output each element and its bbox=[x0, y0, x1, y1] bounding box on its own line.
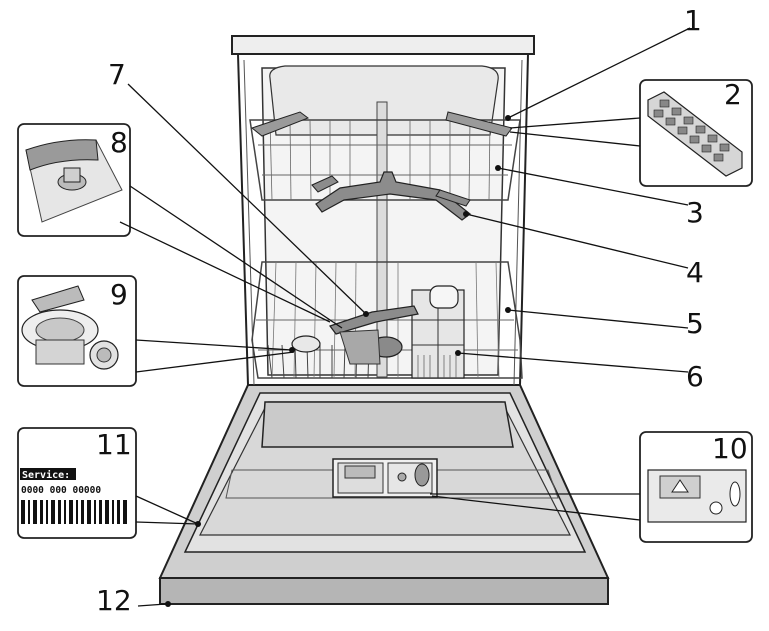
callout-3: 3 bbox=[686, 196, 704, 229]
callout-11: 11 bbox=[96, 428, 132, 461]
leader-dots bbox=[165, 115, 511, 607]
callout-12: 12 bbox=[96, 584, 132, 617]
callout-numbers: 1 2 3 4 5 6 7 8 9 10 11 12 bbox=[96, 4, 748, 617]
callout-6: 6 bbox=[686, 360, 704, 393]
lower-spray-arm bbox=[329, 305, 419, 365]
inset-8 bbox=[17, 123, 131, 237]
callout-7: 7 bbox=[108, 58, 126, 91]
lower-basket bbox=[251, 261, 523, 379]
callout-4: 4 bbox=[686, 256, 704, 289]
barcode bbox=[21, 500, 127, 524]
salt-reservoir-cap bbox=[291, 335, 321, 353]
callout-10: 10 bbox=[712, 432, 748, 465]
service-label: Service: bbox=[22, 469, 70, 481]
callout-5: 5 bbox=[686, 307, 704, 340]
inset-11: Service: 0000 000 00000 bbox=[17, 427, 137, 539]
callout-8: 8 bbox=[110, 126, 128, 159]
cabinet bbox=[231, 35, 535, 386]
inset-2 bbox=[639, 79, 753, 187]
leader-lines bbox=[119, 27, 691, 607]
service-number: 0000 000 00000 bbox=[21, 485, 101, 496]
callout-9: 9 bbox=[110, 278, 128, 311]
detergent-dispenser bbox=[332, 458, 438, 498]
inset-9 bbox=[17, 275, 137, 387]
callout-1: 1 bbox=[684, 4, 702, 37]
callout-2: 2 bbox=[724, 78, 742, 111]
upper-basket bbox=[249, 111, 521, 201]
upper-spray-arm bbox=[311, 171, 471, 221]
cutlery-basket bbox=[411, 285, 465, 379]
door bbox=[158, 384, 610, 605]
inset-10 bbox=[639, 431, 753, 543]
